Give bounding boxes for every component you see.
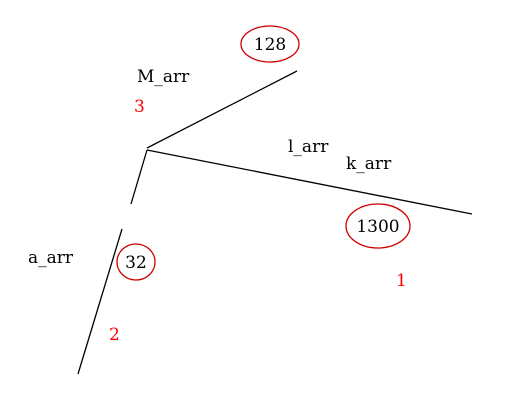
branch-number-2: 2	[109, 325, 120, 345]
branch-line-lower-top	[130, 149, 148, 205]
label-m-arr: M_arr	[137, 67, 190, 87]
label-a-arr: a_arr	[28, 248, 74, 268]
branch-line-upper	[146, 70, 298, 149]
value-ring-a	[116, 243, 156, 281]
value-m: 128	[254, 35, 286, 55]
branch-number-1: 1	[396, 271, 407, 291]
value-ring-m	[240, 25, 300, 63]
branch-line-right	[146, 149, 473, 215]
branch-line-lower-bottom	[77, 228, 123, 375]
value-ring-k	[345, 203, 411, 249]
label-l-arr: l_arr	[288, 137, 329, 157]
branch-number-3: 3	[134, 97, 145, 117]
value-a: 32	[125, 253, 147, 273]
value-k: 1300	[356, 217, 399, 237]
label-k-arr: k_arr	[346, 154, 392, 174]
